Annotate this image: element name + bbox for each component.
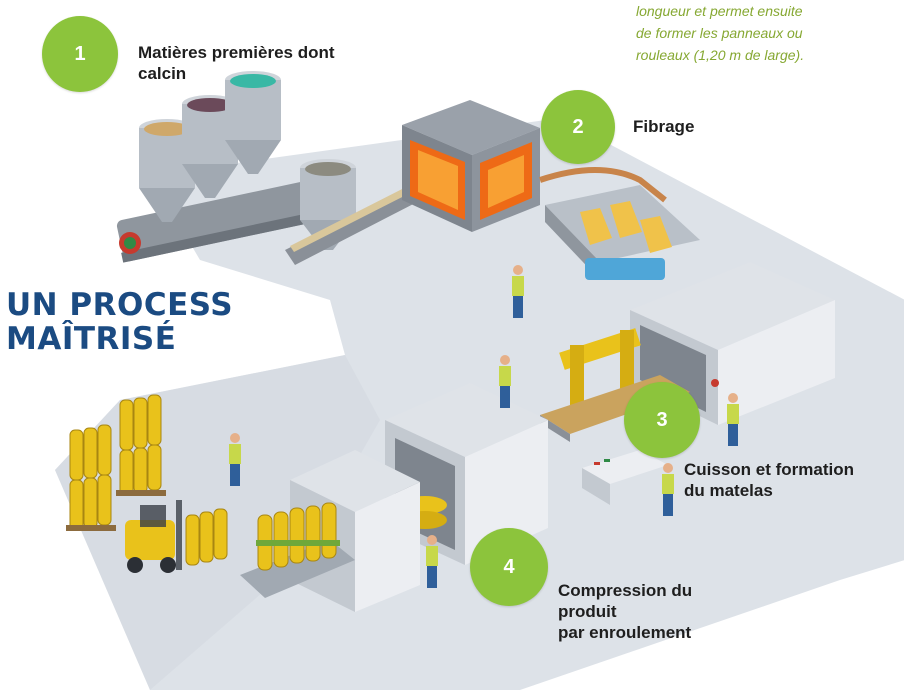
process-note: longueur et permet ensuite de former les… — [636, 0, 898, 66]
step-4-badge: 4 — [470, 528, 548, 606]
note-line-2: de former les panneaux ou — [636, 25, 803, 41]
step-3-label: Cuisson et formation du matelas — [684, 459, 854, 501]
step-4-label-line-3: par enroulement — [558, 623, 692, 642]
step-1-label-line-2: calcin — [138, 64, 187, 83]
step-3-badge: 3 — [624, 382, 700, 458]
note-line-3: rouleaux (1,20 m de large). — [636, 47, 805, 63]
step-2-number: 2 — [572, 115, 584, 138]
step-4-label-line-2: produit — [558, 602, 617, 621]
forming-gantry — [559, 328, 641, 415]
step-1-label-line-1: Matières premières dont — [138, 43, 335, 62]
page-title: UN PROCESS MAÎTRISÉ — [6, 288, 233, 356]
step-3-number: 3 — [656, 408, 668, 431]
step-2-label-line-1: Fibrage — [633, 117, 695, 136]
step-2-label: Fibrage — [633, 116, 694, 137]
curing-oven — [630, 262, 835, 425]
title-line-1: UN PROCESS — [6, 287, 234, 323]
step-3-label-line-1: Cuisson et formation — [684, 460, 855, 479]
pallet-stacks — [66, 394, 166, 531]
workers — [229, 265, 739, 588]
forklift — [125, 500, 228, 573]
feed-conveyor — [285, 184, 425, 265]
roll-conveyor — [240, 502, 355, 598]
step-4-label-line-1: Compression du — [558, 581, 693, 600]
title-line-2: MAÎTRISÉ — [6, 321, 177, 357]
raw-material-silos — [116, 71, 356, 263]
step-4-number: 4 — [503, 555, 515, 578]
control-desk — [582, 450, 668, 505]
note-line-1: longueur et permet ensuite — [636, 3, 803, 19]
step-3-label-line-2: du matelas — [684, 481, 773, 500]
step-1-badge: 1 — [42, 16, 118, 92]
fiberizing-unit — [539, 167, 700, 280]
melting-furnace — [402, 100, 540, 232]
step-2-badge: 2 — [541, 90, 615, 164]
step-1-label: Matières premières dont calcin — [138, 42, 335, 84]
step-1-number: 1 — [74, 42, 86, 65]
step-4-label: Compression du produit par enroulement — [558, 580, 692, 643]
